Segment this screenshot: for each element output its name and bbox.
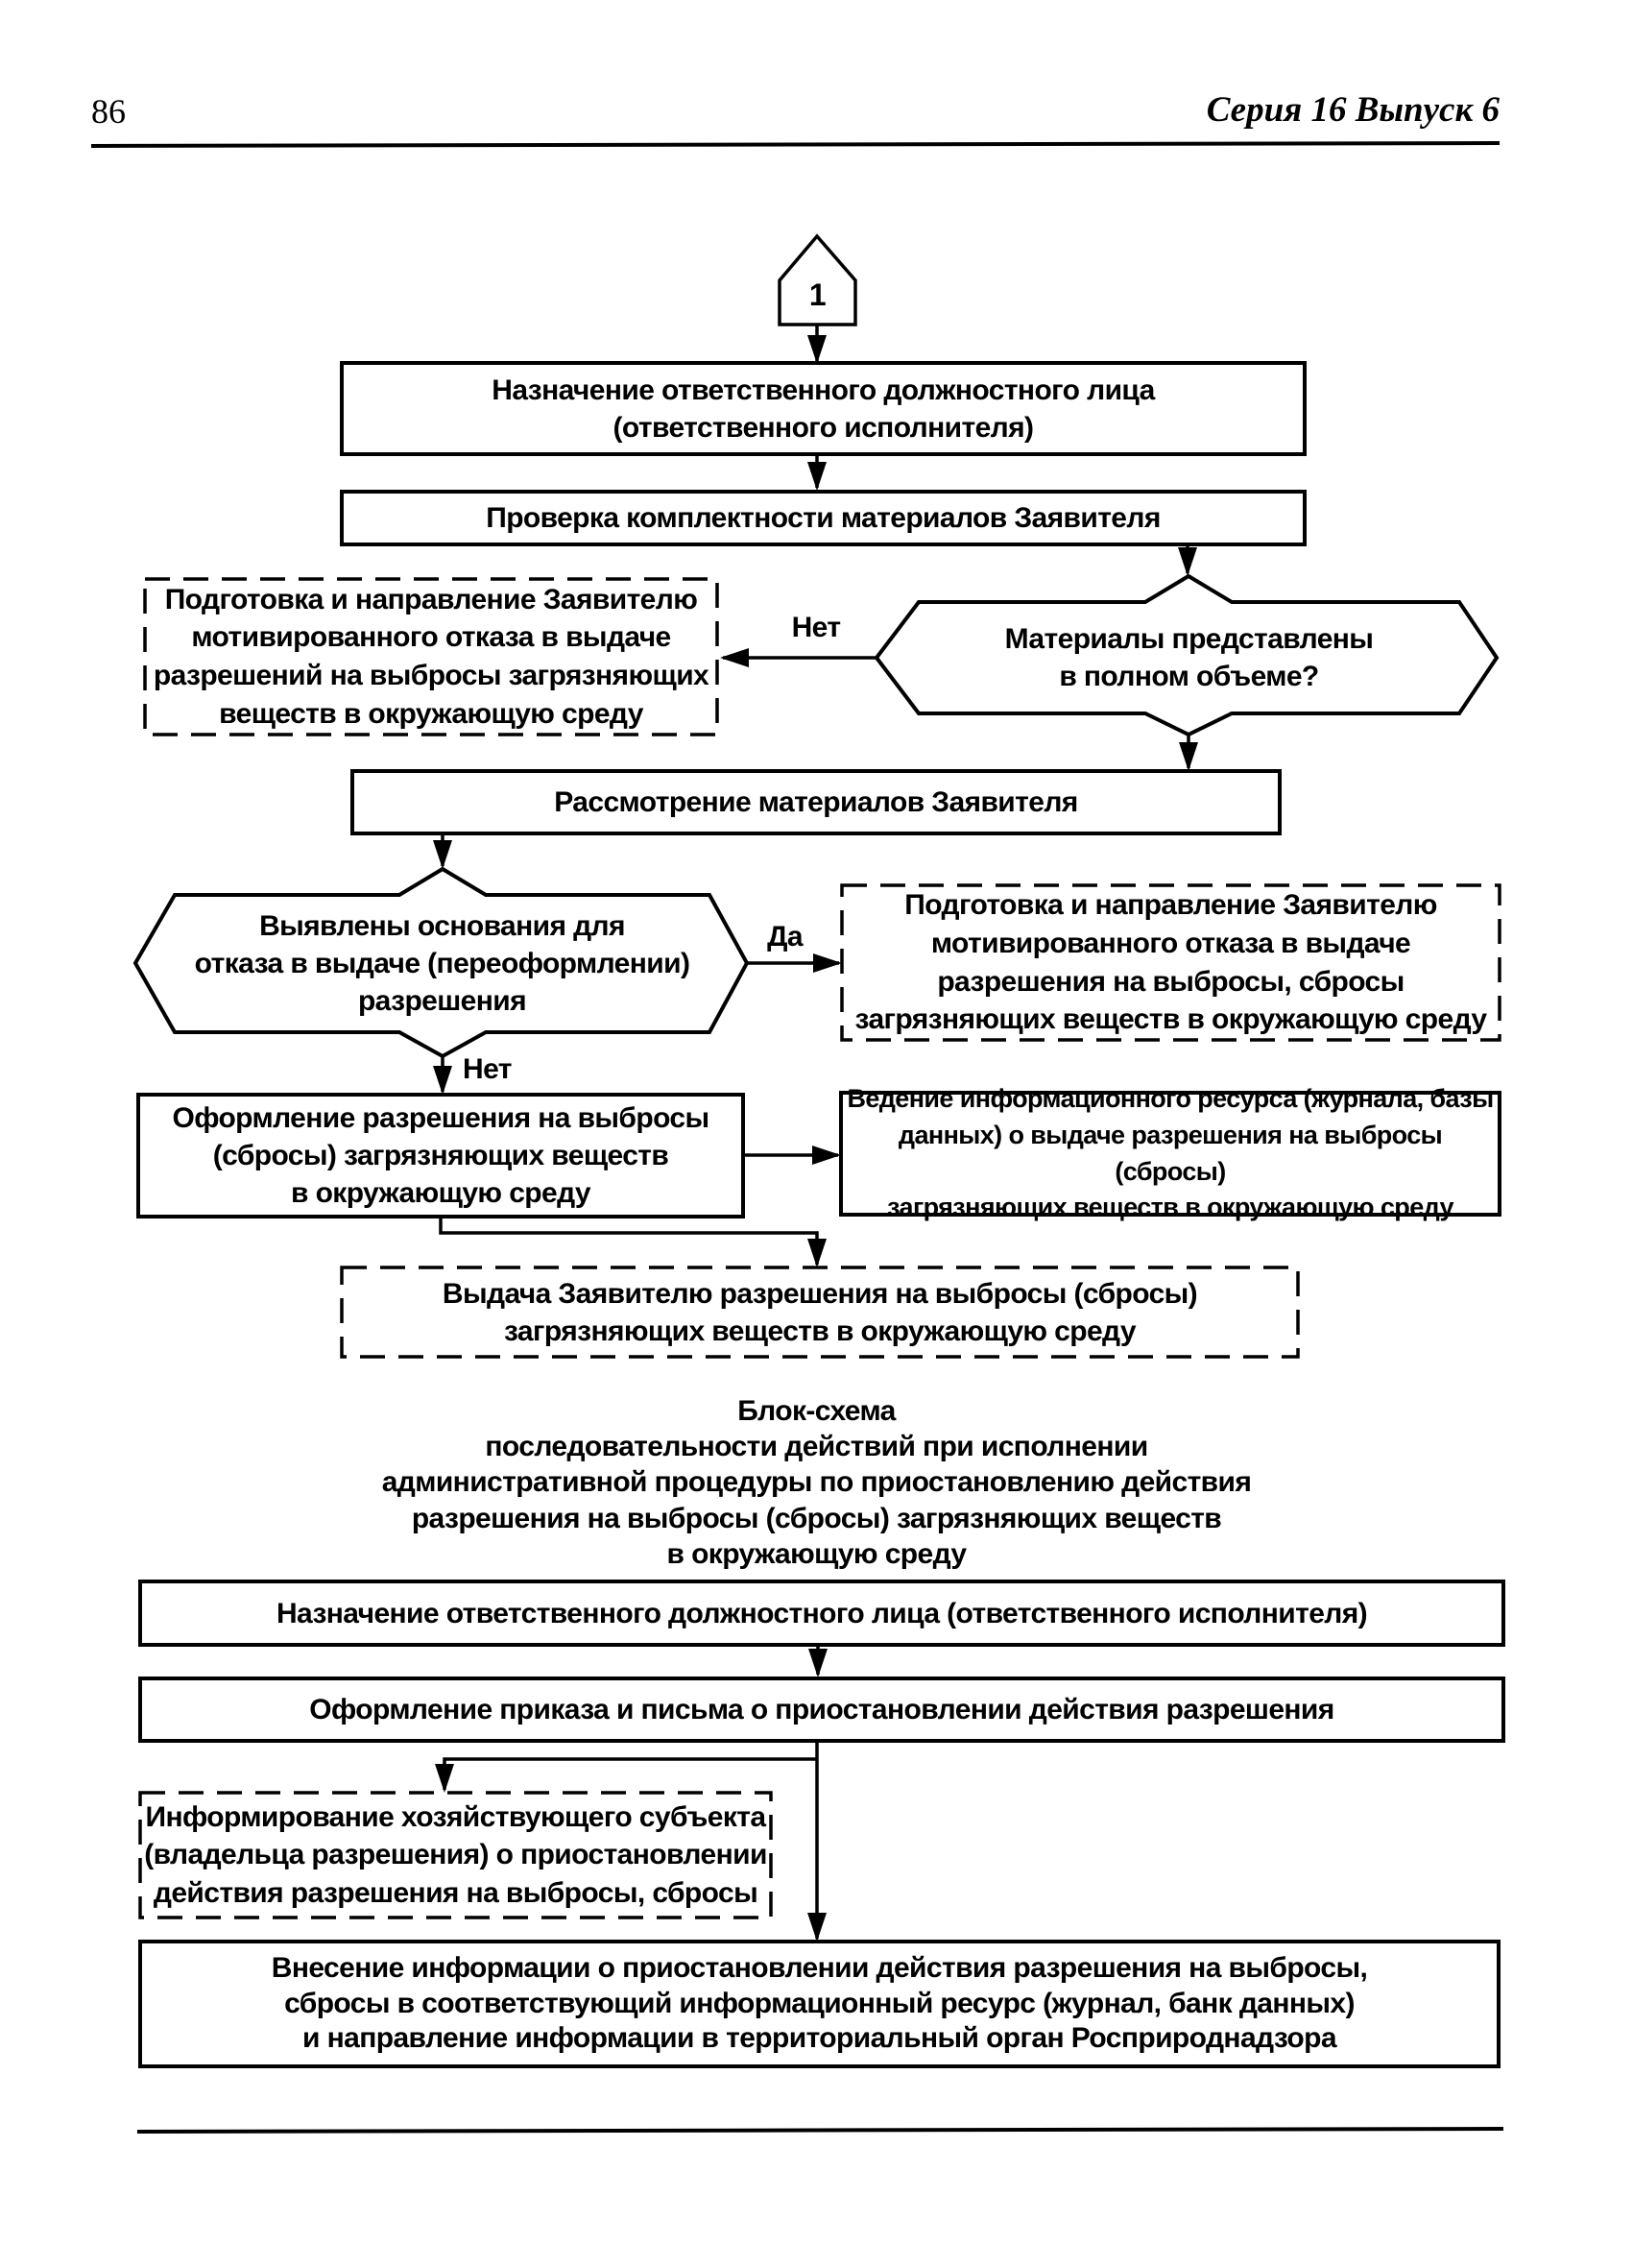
elbow-order-to-inform (435, 1757, 817, 1793)
node-review-materials-label: Рассмотрение материалов Заявителя (554, 786, 1078, 818)
box-registry (839, 1091, 1501, 1217)
node2-assign-official-label: Назначение ответственного должностного л… (276, 1597, 1368, 1629)
box-assign-official (340, 361, 1307, 456)
dashed-box-delivery (340, 1266, 1300, 1359)
node-issue-permit-label: Оформление разрешения на выбросы (сбросы… (172, 1102, 709, 1209)
box2-record-info (138, 1940, 1501, 2068)
box-issue-permit (136, 1093, 745, 1218)
elbow-permit-to-delivery (439, 1217, 827, 1267)
connector-label: 1 (808, 277, 827, 313)
node-refusal-right-label: Подготовка и направление Заявителю мотив… (854, 889, 1488, 1036)
edge-label-no-materials: Нет (791, 611, 841, 643)
node2-inform-subject-label: Информирование хозяйствующего субъекта (… (144, 1800, 767, 1909)
box-review-materials (350, 769, 1282, 835)
decision-materials-shape (874, 573, 1500, 737)
node-delivery-label: Выдача Заявителю разрешения на выбросы (… (442, 1277, 1198, 1347)
node2-order-letter-label: Оформление приказа и письма о приостанов… (309, 1694, 1334, 1725)
header-edition: Серия 16 Выпуск 6 (1206, 90, 1500, 130)
edge-label-no-grounds: Нет (463, 1052, 512, 1085)
edge-label-yes-grounds: Да (767, 920, 803, 953)
box2-assign-official (138, 1580, 1505, 1647)
decision-grounds-shape (132, 866, 750, 1059)
node-registry-label: Ведение информационного ресурса (журнала… (847, 1083, 1494, 1222)
dashed-box2-inform (138, 1791, 773, 1919)
box-check-completeness (340, 490, 1307, 546)
box2-order-letter (138, 1677, 1505, 1743)
dashed-box-refusal-left (143, 577, 719, 736)
footer-rule (136, 2127, 1504, 2134)
node-assign-official-label: Назначение ответственного должностного л… (492, 374, 1155, 444)
node-refusal-left-label: Подготовка и направление Заявителю мотив… (153, 583, 709, 730)
node2-record-info-label: Внесение информации о приостановлении де… (271, 1952, 1368, 2055)
page-number: 86 (91, 92, 126, 131)
dashed-box-refusal-right (840, 883, 1501, 1042)
node-check-completeness-label: Проверка комплектности материалов Заявит… (486, 502, 1161, 534)
section-title: Блок-схема последовательности действий п… (381, 1395, 1252, 1570)
decision-materials-label: Материалы представлены в полном объеме? (1004, 623, 1374, 692)
decision-grounds-label: Выявлены основания для отказа в выдаче (… (194, 910, 690, 1017)
header-rule (90, 141, 1501, 148)
